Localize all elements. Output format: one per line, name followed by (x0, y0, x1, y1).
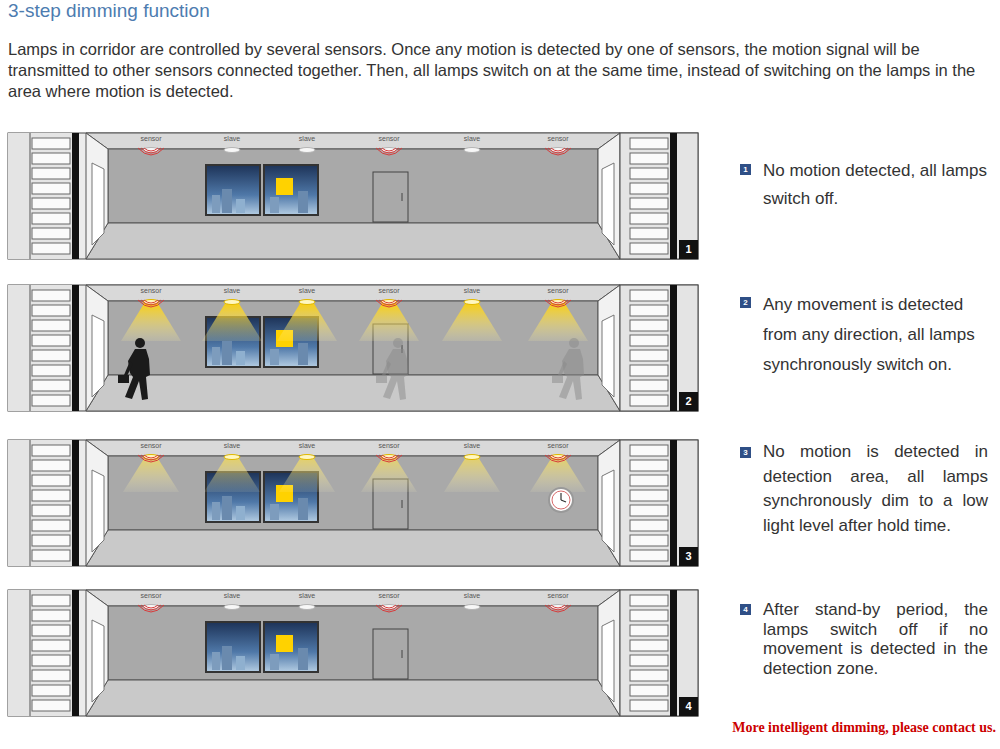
corridor-panel: sensor slave slave sensor slave sensor 3 (8, 440, 698, 566)
sensor-label: sensor (547, 592, 568, 600)
callout-number: 1 (741, 164, 750, 175)
callout-number: 3 (682, 547, 695, 566)
slave-label: slave (464, 135, 480, 143)
sensor-label: sensor (140, 287, 161, 295)
step-number-badge: 3 (740, 447, 751, 458)
slave-label: slave (299, 135, 315, 143)
slave-label: slave (224, 592, 240, 600)
corridor-panel: sensor slave slave sensor slave sensor 2 (8, 285, 698, 411)
sensor-label: sensor (140, 442, 161, 450)
corridor-panel: sensor slave slave sensor slave sensor 1 (8, 133, 698, 259)
slave-label: slave (464, 287, 480, 295)
panel-number-badge: 4 (679, 697, 698, 716)
panel-number-badge: 1 (679, 240, 698, 259)
panel-1-art (8, 133, 698, 259)
step-description: Any movement is detected from any direct… (763, 290, 988, 380)
corridor-panel: sensor slave slave sensor slave sensor 4 (8, 590, 698, 716)
callout-number: 4 (682, 697, 695, 716)
slave-label: slave (299, 592, 315, 600)
panel-3-art (8, 440, 698, 566)
panel-2-art (8, 285, 698, 411)
callout-number: 3 (741, 447, 750, 458)
sensor-label: sensor (140, 135, 161, 143)
slave-label: slave (224, 442, 240, 450)
contact-note: More intelligent dimming, please contact… (732, 719, 996, 737)
sensor-label: sensor (378, 442, 399, 450)
step-description: No motion is detected in detection area,… (763, 440, 988, 538)
panel-4-art (8, 590, 698, 716)
slave-label: slave (464, 442, 480, 450)
callout-number: 1 (682, 240, 695, 259)
panel-number-badge: 3 (679, 547, 698, 566)
step-description: No motion detected, all lamps switch off… (763, 157, 988, 213)
step-number-badge: 2 (740, 297, 751, 308)
sensor-label: sensor (378, 592, 399, 600)
sensor-label: sensor (547, 442, 568, 450)
diagram-title: 3-step dimming function (8, 0, 210, 22)
callout-number: 2 (741, 297, 750, 308)
intro-paragraph: Lamps in corridor are controlled by seve… (8, 39, 993, 102)
callout-number: 4 (741, 604, 750, 615)
step-description: After stand-by period, the lamps switch … (763, 600, 988, 678)
step-number-badge: 1 (740, 164, 751, 175)
sensor-label: sensor (378, 135, 399, 143)
slave-label: slave (224, 287, 240, 295)
slave-label: slave (224, 135, 240, 143)
sensor-label: sensor (378, 287, 399, 295)
sensor-label: sensor (140, 592, 161, 600)
slave-label: slave (299, 287, 315, 295)
sensor-label: sensor (547, 135, 568, 143)
slave-label: slave (464, 592, 480, 600)
sensor-label: sensor (547, 287, 568, 295)
callout-number: 2 (682, 392, 695, 411)
step-number-badge: 4 (740, 604, 751, 615)
panel-number-badge: 2 (679, 392, 698, 411)
slave-label: slave (299, 442, 315, 450)
